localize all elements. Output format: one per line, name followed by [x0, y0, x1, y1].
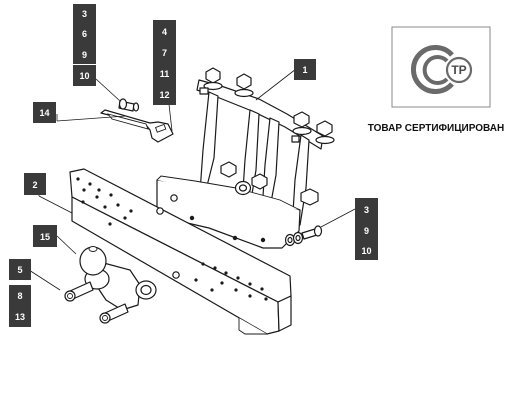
certification-logo-letters: ТР: [451, 63, 466, 77]
callout-9-top: 9: [73, 44, 96, 64]
callout-6: 6: [73, 23, 96, 44]
svg-text:10: 10: [361, 246, 371, 256]
svg-text:12: 12: [159, 90, 169, 100]
svg-text:9: 9: [364, 226, 369, 236]
svg-text:4: 4: [162, 27, 167, 37]
callout-10-top: 10: [73, 65, 96, 86]
callout-11: 11: [153, 63, 176, 84]
callout-4: 4: [153, 20, 176, 42]
svg-text:10: 10: [79, 71, 89, 81]
svg-text:14: 14: [39, 108, 49, 118]
svg-text:6: 6: [82, 29, 87, 39]
svg-text:9: 9: [82, 50, 87, 60]
svg-text:8: 8: [17, 291, 22, 301]
certification-logo: ТР: [391, 26, 491, 108]
callout-3-top: 3: [73, 4, 96, 23]
callout-13: 13: [9, 306, 31, 327]
svg-text:7: 7: [162, 48, 167, 58]
callout-10-right: 10: [355, 240, 378, 260]
callout-9-right: 9: [355, 220, 378, 240]
callout-5: 5: [9, 259, 31, 280]
svg-text:3: 3: [82, 9, 87, 19]
svg-text:13: 13: [15, 312, 25, 322]
callout-12: 12: [153, 84, 176, 105]
part-14-hook-bracket: [100, 98, 174, 143]
receiver-bar-holes: [76, 177, 268, 301]
callout-1: 1: [294, 59, 316, 80]
part-15-tow-ball: [64, 246, 157, 324]
svg-text:5: 5: [17, 265, 22, 275]
svg-text:15: 15: [40, 232, 50, 242]
callout-3-right: 3: [355, 198, 378, 220]
svg-text:2: 2: [32, 180, 37, 190]
part-1-mounting-bracket: [156, 67, 335, 249]
callout-2: 2: [24, 173, 46, 195]
callout-14: 14: [33, 102, 56, 123]
callout-15: 15: [33, 225, 57, 247]
right-bolt-set: [284, 225, 323, 247]
callout-labels: 3 6 9 10 4 7 11 12: [9, 4, 378, 327]
callout-7: 7: [153, 42, 176, 63]
certification-text: ТОВАР СЕРТИФИЦИРОВАН: [368, 123, 504, 134]
svg-text:1: 1: [302, 65, 307, 75]
part-2-receiver-bar: [69, 168, 292, 335]
svg-text:3: 3: [364, 205, 369, 215]
callout-8: 8: [9, 285, 31, 306]
svg-text:11: 11: [160, 69, 170, 79]
top-bolts: [199, 67, 335, 145]
